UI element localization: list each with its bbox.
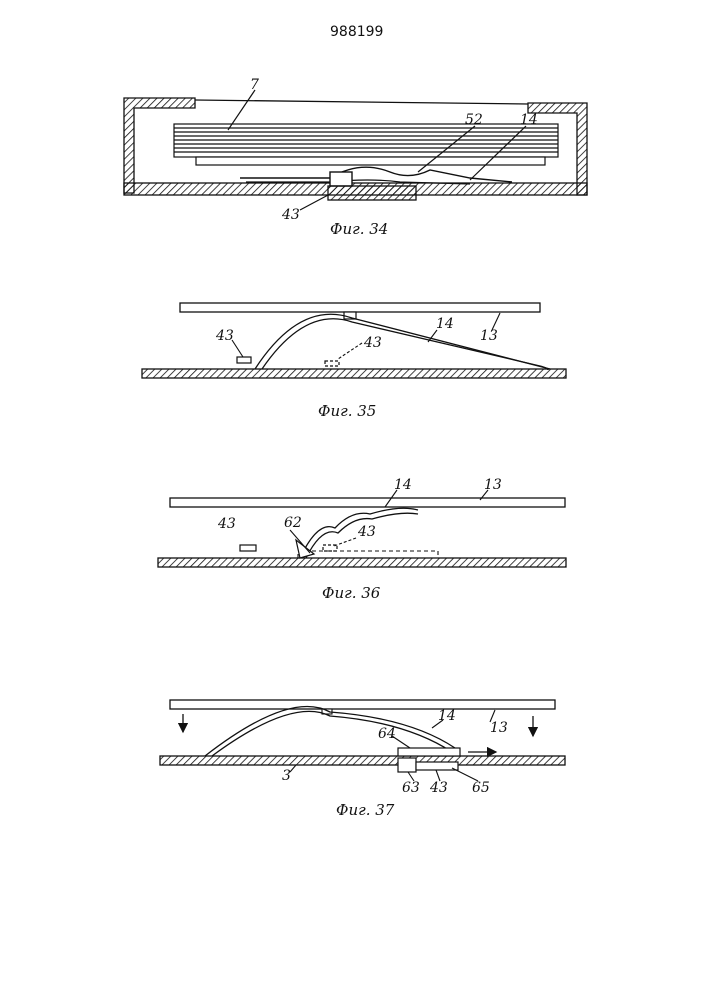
label-63: 63 <box>402 780 420 796</box>
spring-14-inner <box>262 319 548 370</box>
caption-fig-35: Фиг. 35 <box>318 402 376 420</box>
block-43-dashed <box>325 361 339 366</box>
label-43: 43 <box>281 207 300 223</box>
figure-36: 43 62 43 14 13 Фиг. 36 <box>158 477 566 602</box>
label-43-left: 43 <box>217 516 236 532</box>
caption-fig-34: Фиг. 34 <box>330 220 388 238</box>
figure-35: 43 43 14 13 Фиг. 35 <box>142 303 566 420</box>
label-43: 43 <box>429 780 448 796</box>
block-43-base <box>328 186 416 200</box>
block-43-left <box>240 545 256 551</box>
label-14: 14 <box>394 477 412 493</box>
plate-13 <box>180 303 540 312</box>
label-52: 52 <box>465 112 483 128</box>
caption-fig-37: Фиг. 37 <box>336 801 395 819</box>
plate-13 <box>170 700 555 709</box>
label-65: 65 <box>472 780 490 796</box>
label-13: 13 <box>484 477 502 493</box>
dashed-plate <box>298 551 438 558</box>
housing-cover-line <box>195 100 528 104</box>
base <box>158 558 566 567</box>
label-64: 64 <box>378 726 396 742</box>
label-13: 13 <box>480 328 498 344</box>
label-13: 13 <box>490 720 508 736</box>
spring-14 <box>255 314 550 369</box>
base <box>142 369 566 378</box>
block-63 <box>398 758 416 772</box>
label-43-left: 43 <box>215 328 234 344</box>
label-14: 14 <box>436 316 454 332</box>
figure-34: 7 52 14 43 Фиг. 34 <box>124 77 587 238</box>
base-3 <box>160 756 565 765</box>
label-14: 14 <box>438 708 456 724</box>
label-43-right: 43 <box>363 335 382 351</box>
block-43 <box>416 762 458 770</box>
sheet-stack <box>174 124 558 157</box>
plate-13 <box>170 498 565 507</box>
caption-fig-36: Фиг. 36 <box>322 584 381 602</box>
block-43-left <box>237 357 251 363</box>
label-14: 14 <box>520 112 538 128</box>
label-7: 7 <box>250 77 259 93</box>
figure-37: 14 13 64 3 63 43 65 Фиг. 37 <box>160 700 565 819</box>
block-43 <box>330 172 352 186</box>
label-3: 3 <box>282 768 291 784</box>
label-62: 62 <box>284 515 302 531</box>
label-43-right: 43 <box>357 524 376 540</box>
document-number: 988199 <box>330 24 383 40</box>
slider-64 <box>398 748 460 756</box>
